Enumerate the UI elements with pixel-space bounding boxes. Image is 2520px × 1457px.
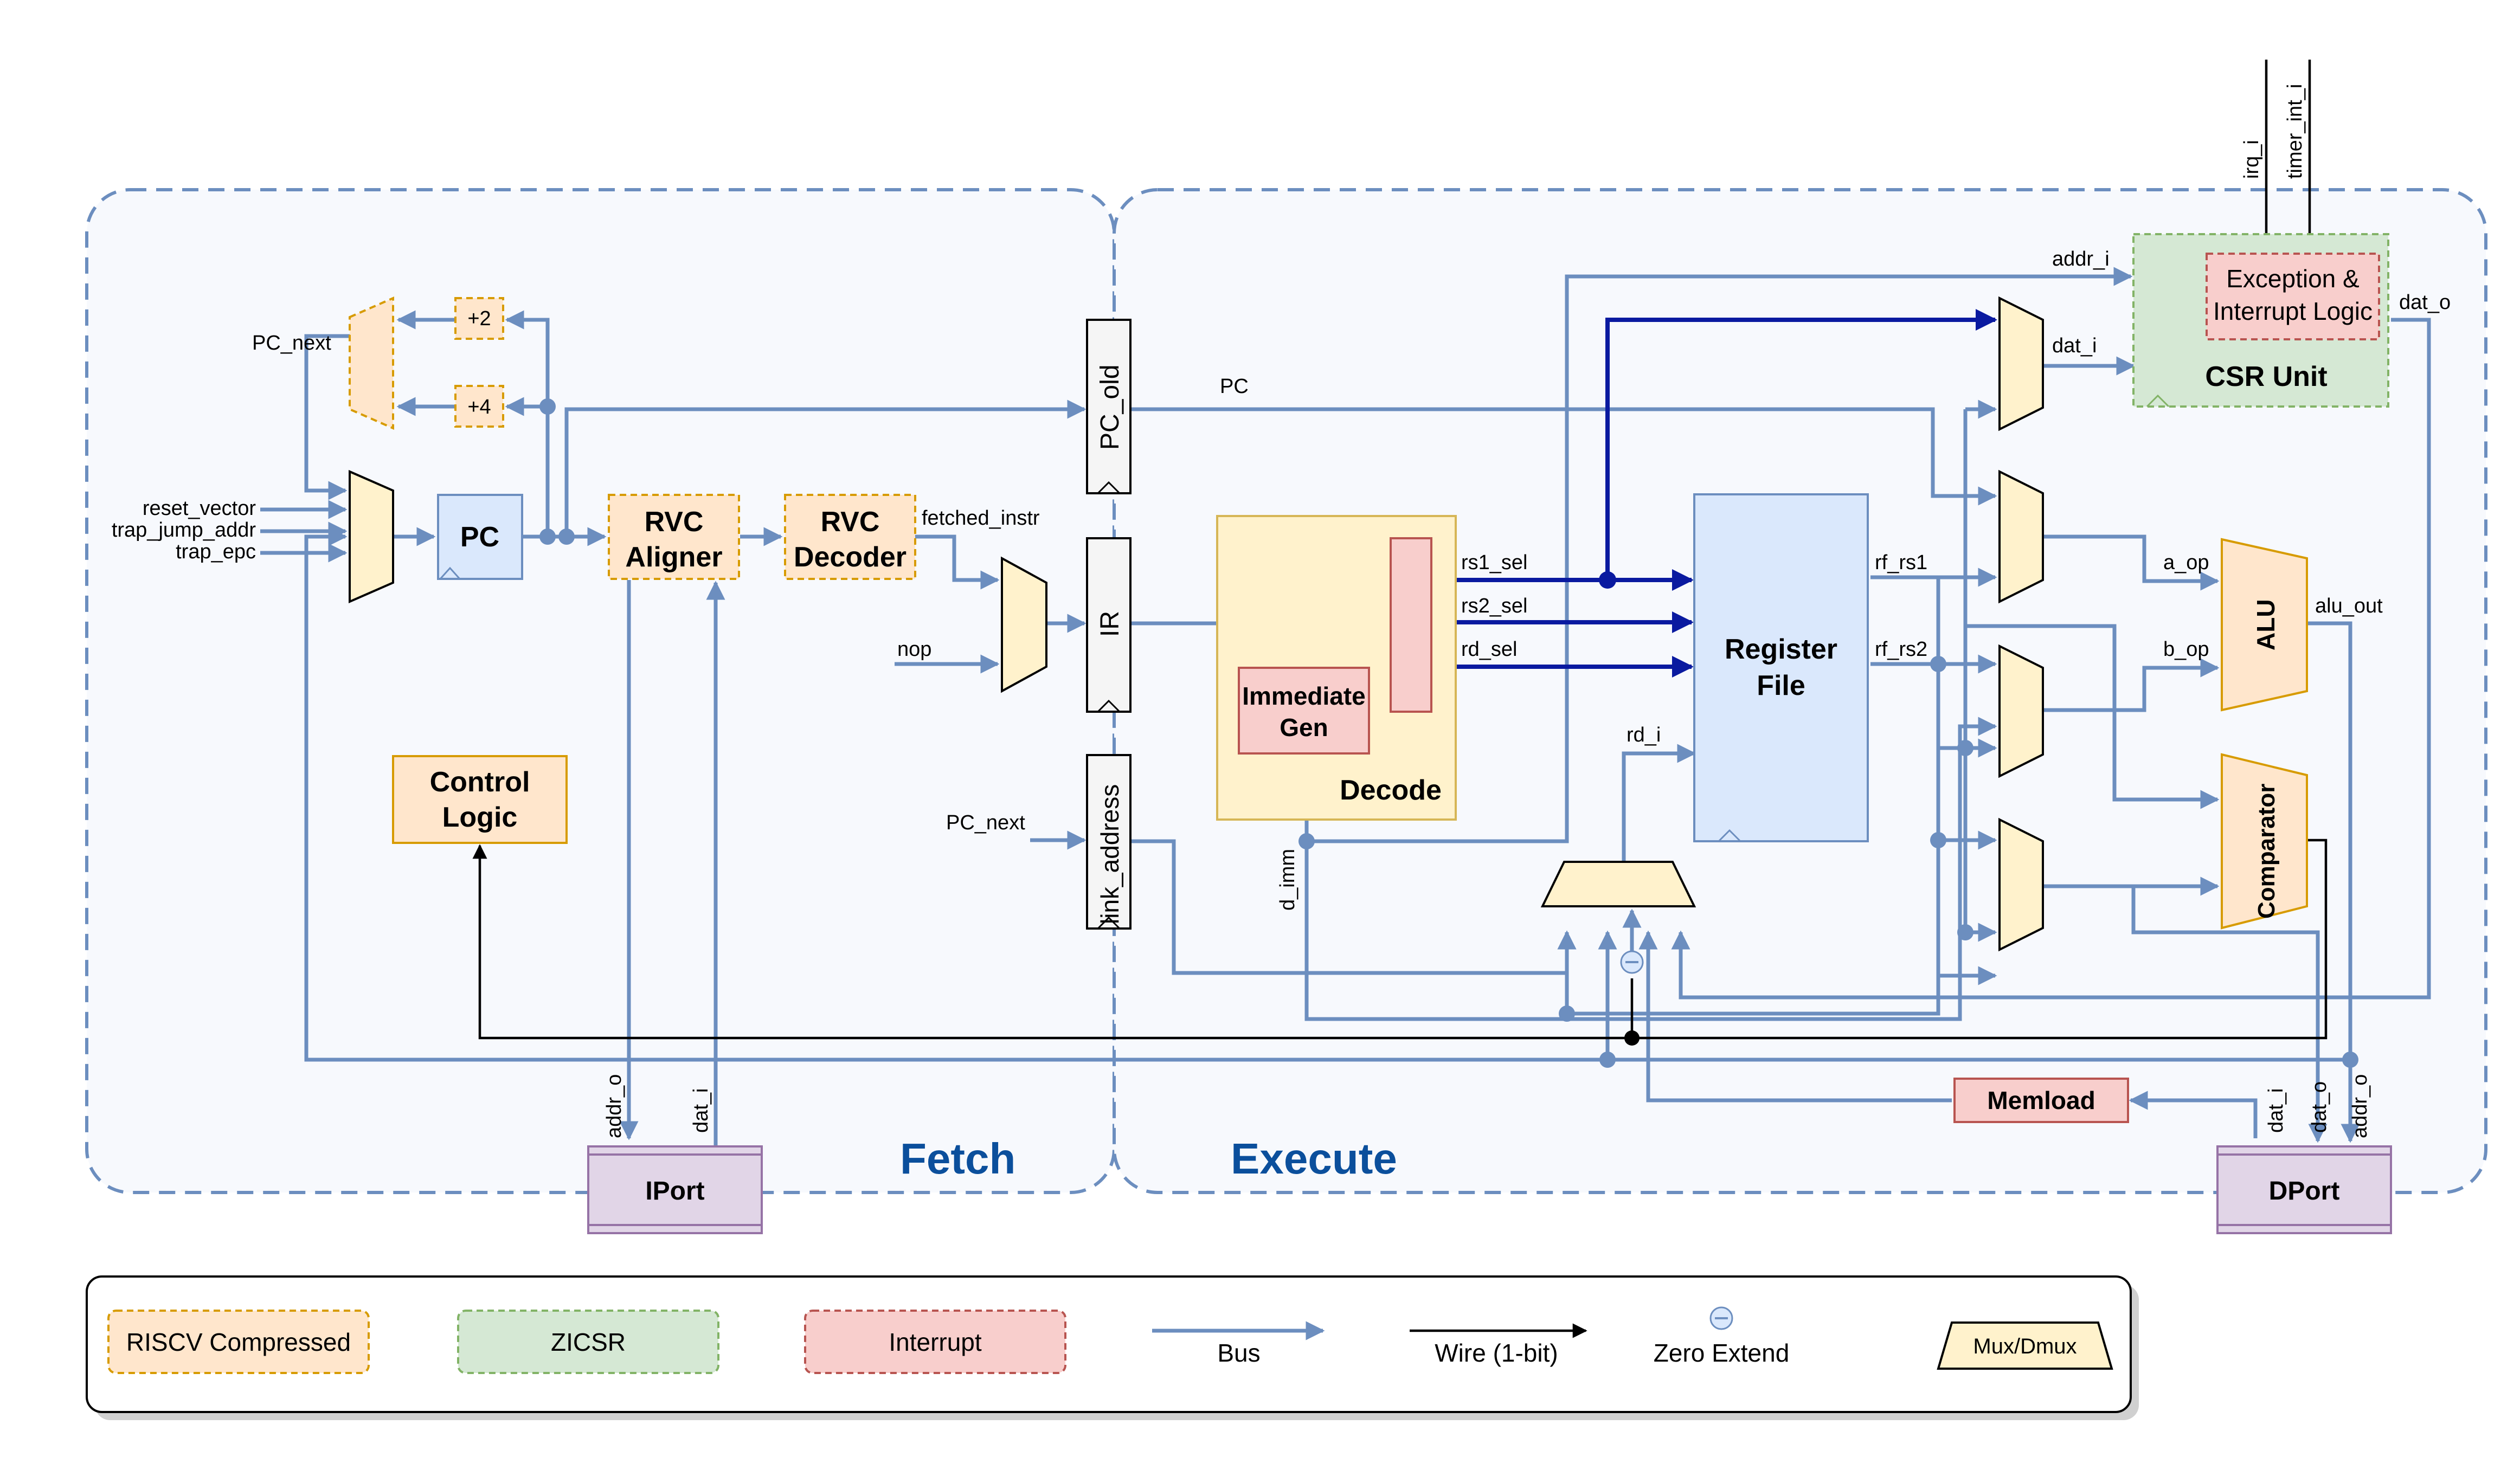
- rs2-sel-label: rs2_sel: [1461, 595, 1528, 617]
- immediate-gen-line1: Immediate: [1242, 682, 1366, 710]
- plus2-adder: [454, 297, 504, 340]
- writeback-mux: [1540, 861, 1696, 907]
- b-operand-mux: [1998, 644, 2044, 778]
- iport-addr-o-label: addr_o: [603, 1074, 626, 1138]
- execute-stage-title: Execute: [1231, 1134, 1397, 1183]
- decode-select-register: [1390, 537, 1432, 713]
- pc-register: [437, 494, 523, 580]
- rf-rs1-label: rf_rs1: [1875, 551, 1927, 574]
- rs1-sel-label: rs1_sel: [1461, 551, 1528, 574]
- ir-input-mux: [1001, 556, 1047, 693]
- exception-interrupt-logic: [2206, 253, 2380, 340]
- legend: RISCV Compressed ZICSR Interrupt Bus Wir…: [86, 1275, 2139, 1420]
- register-file-line1: Register: [1725, 634, 1837, 665]
- timer-int-i-label: timer_int_i: [2284, 84, 2306, 179]
- rvc-aligner-line2: Aligner: [625, 541, 722, 573]
- alu-out-label: alu_out: [2315, 595, 2383, 617]
- legend-interrupt-label: Interrupt: [889, 1328, 982, 1356]
- csr-unit-label: CSR Unit: [2205, 361, 2327, 392]
- link-address-register: [1086, 754, 1132, 930]
- legend-bus-label: Bus: [1217, 1339, 1260, 1367]
- legend-zicsr-swatch: [457, 1310, 719, 1374]
- ir-register: [1086, 537, 1132, 713]
- pc-next-link-label: PC_next: [946, 811, 1025, 834]
- legend-mux-label: Mux/Dmux: [1973, 1334, 2077, 1358]
- pc-old-register: [1086, 319, 1132, 494]
- immediate-gen: [1238, 667, 1370, 755]
- control-logic: [392, 755, 568, 844]
- register-file: [1693, 493, 1869, 842]
- iport: [587, 1145, 763, 1234]
- plus4-adder: [454, 385, 504, 428]
- pc-bus-label: PC: [1220, 375, 1249, 398]
- link-address-label: link_address: [1096, 784, 1124, 924]
- rf-rs2-label: rf_rs2: [1875, 638, 1927, 661]
- a-operand-mux: [1998, 469, 2044, 604]
- rvc-aligner-line1: RVC: [645, 506, 704, 538]
- legend-mux-swatch: [1937, 1321, 2113, 1370]
- alu-label: ALU: [2252, 599, 2280, 650]
- csr-data-mux: [1998, 296, 2044, 431]
- rvc-aligner: [608, 494, 740, 580]
- pc-label: PC: [460, 521, 499, 553]
- memload-label: Memload: [1987, 1086, 2095, 1114]
- csr-dat-i-label: dat_i: [2052, 334, 2097, 357]
- rvc-decoder-line2: Decoder: [794, 541, 907, 573]
- junction-dots: [539, 398, 2358, 1068]
- pc-old-label: PC_old: [1096, 365, 1124, 450]
- fetched-instr-label: fetched_instr: [922, 507, 1040, 530]
- fetch-stage-region: [85, 188, 1116, 1194]
- dport-addr-o-label: addr_o: [2349, 1074, 2371, 1138]
- pc-input-mux: [349, 469, 394, 604]
- register-select-buses: [1431, 309, 1997, 678]
- register-file-line2: File: [1757, 670, 1805, 701]
- irq-i-label: irq_i: [2240, 140, 2263, 179]
- trap-jump-addr-label: trap_jump_addr: [112, 519, 256, 541]
- exception-logic-line2: Interrupt Logic: [2213, 297, 2373, 325]
- pc-next-label: PC_next: [252, 332, 331, 354]
- rvc-decoder-line1: RVC: [821, 506, 880, 538]
- rd-i-label: rd_i: [1627, 724, 1661, 746]
- legend-riscv-compressed-swatch: [107, 1310, 370, 1374]
- nop-label: nop: [897, 638, 931, 661]
- b-op-label: b_op: [2163, 638, 2209, 661]
- exception-logic-line1: Exception &: [2226, 265, 2359, 293]
- dport-dat-i-label: dat_i: [2265, 1088, 2287, 1133]
- comparator-label: Comparator: [2253, 784, 2280, 919]
- legend-interrupt-swatch: [804, 1310, 1066, 1374]
- legend-zero-extend-label: Zero Extend: [1654, 1339, 1790, 1367]
- legend-wire-label: Wire (1-bit): [1435, 1339, 1558, 1367]
- fetch-stage-title: Fetch: [900, 1134, 1015, 1183]
- iport-dat-i-label: dat_i: [690, 1088, 712, 1133]
- dport: [2216, 1145, 2392, 1234]
- dport-dat-o-label: dat_o: [2308, 1081, 2331, 1133]
- plus4-label: +4: [467, 396, 491, 418]
- decode-label: Decode: [1340, 775, 1442, 806]
- control-logic-line1: Control: [430, 766, 530, 798]
- comparator: [2221, 753, 2308, 930]
- d-imm-label: d_imm: [1276, 849, 1299, 911]
- trap-epc-label: trap_epc: [176, 540, 256, 563]
- rd-sel-label: rd_sel: [1461, 638, 1518, 661]
- comparator-operand-mux: [1998, 817, 2044, 952]
- reset-vector-label: reset_vector: [143, 497, 256, 520]
- legend-riscv-compressed-label: RISCV Compressed: [126, 1328, 351, 1356]
- dport-label: DPort: [2269, 1177, 2340, 1205]
- csr-dat-o-label: dat_o: [2399, 291, 2451, 314]
- next-pc-mux: [349, 296, 394, 430]
- single-bit-wires: [472, 60, 2328, 1040]
- addr-i-label: addr_i: [2052, 248, 2110, 270]
- ir-label: IR: [1096, 611, 1124, 637]
- iport-label: IPort: [645, 1177, 704, 1205]
- control-logic-line2: Logic: [442, 802, 518, 833]
- rvc-decoder: [784, 494, 916, 580]
- memload: [1953, 1078, 2129, 1123]
- immediate-gen-line2: Gen: [1280, 713, 1328, 742]
- legend-zicsr-label: ZICSR: [551, 1328, 626, 1356]
- alu: [2221, 538, 2308, 712]
- plus2-label: +2: [467, 307, 491, 330]
- a-op-label: a_op: [2163, 551, 2209, 574]
